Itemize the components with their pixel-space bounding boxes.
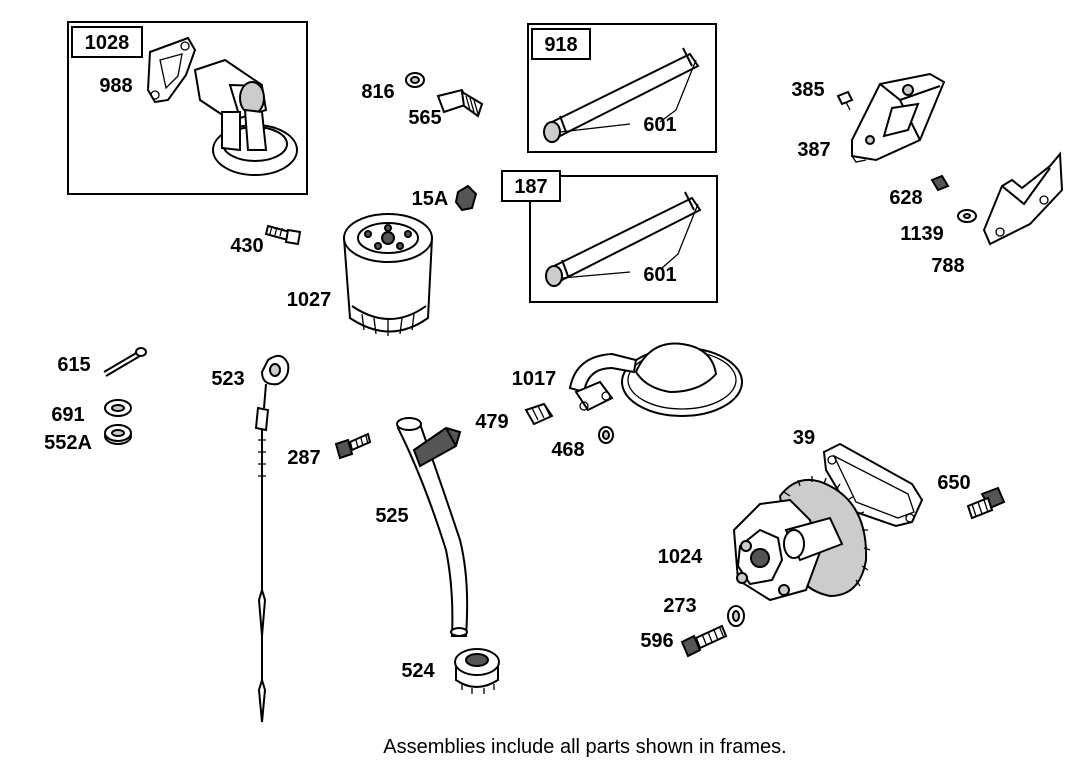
label-565: 565 bbox=[408, 107, 441, 129]
label-15A: 15A bbox=[412, 188, 449, 210]
label-1139: 1139 bbox=[900, 223, 943, 245]
label-523: 523 bbox=[211, 368, 244, 390]
frame-187-id: 187 bbox=[514, 176, 547, 198]
seal-524 bbox=[454, 648, 500, 694]
oil-filter-1027 bbox=[342, 213, 434, 336]
label-816: 816 bbox=[361, 81, 394, 103]
breather-1017 bbox=[568, 342, 743, 417]
label-1024: 1024 bbox=[658, 546, 703, 568]
label-988: 988 bbox=[99, 75, 132, 97]
fitting-565 bbox=[436, 88, 484, 118]
label-691: 691 bbox=[51, 404, 84, 426]
pin-615 bbox=[103, 347, 147, 377]
label-615: 615 bbox=[57, 354, 90, 376]
bolt-287 bbox=[334, 432, 372, 460]
label-430: 430 bbox=[230, 235, 263, 257]
label-628: 628 bbox=[889, 187, 922, 209]
hose-601-bottom bbox=[545, 191, 702, 287]
screw-628 bbox=[930, 174, 950, 192]
label-524: 524 bbox=[401, 660, 435, 682]
washer-1139 bbox=[957, 209, 977, 223]
bolt-596 bbox=[680, 624, 728, 658]
fitting-479 bbox=[524, 402, 554, 426]
label-385: 385 bbox=[791, 79, 824, 101]
label-601-top: 601 bbox=[643, 114, 676, 136]
washer-273 bbox=[727, 605, 745, 627]
frame-918: 918 bbox=[527, 23, 717, 153]
seal-691 bbox=[104, 399, 132, 417]
label-273: 273 bbox=[663, 595, 696, 617]
frame-187: 187 bbox=[501, 170, 718, 303]
hose-601-top bbox=[543, 47, 700, 143]
label-287: 287 bbox=[287, 447, 320, 469]
label-1017: 1017 bbox=[512, 368, 557, 390]
label-596: 596 bbox=[640, 630, 673, 652]
bracket-788 bbox=[982, 151, 1064, 246]
plug-15A bbox=[454, 184, 478, 212]
o-ring-468 bbox=[598, 426, 614, 444]
dipstick-tube-525 bbox=[396, 417, 469, 637]
label-387: 387 bbox=[797, 139, 830, 161]
oil-filter-adapter bbox=[193, 58, 298, 176]
label-650: 650 bbox=[937, 472, 970, 494]
bolt-430 bbox=[264, 224, 302, 246]
label-468: 468 bbox=[551, 439, 584, 461]
label-1027: 1027 bbox=[287, 289, 332, 311]
frame-1028-id: 1028 bbox=[85, 32, 130, 54]
bolt-650 bbox=[966, 486, 1006, 520]
washer-816 bbox=[405, 72, 425, 88]
frame-1028: 1028 bbox=[67, 21, 308, 195]
label-552A: 552A bbox=[44, 432, 92, 454]
oil-pump-1024 bbox=[732, 476, 871, 602]
gasket-988 bbox=[146, 36, 197, 104]
dipstick-523 bbox=[254, 354, 290, 723]
frame-918-id: 918 bbox=[544, 34, 577, 56]
screw-385 bbox=[836, 90, 854, 111]
label-479: 479 bbox=[475, 411, 508, 433]
label-788: 788 bbox=[931, 255, 964, 277]
seal-552A bbox=[104, 424, 132, 445]
footer-caption: Assemblies include all parts shown in fr… bbox=[383, 736, 787, 758]
label-525: 525 bbox=[375, 505, 408, 527]
label-39: 39 bbox=[793, 427, 815, 449]
label-601-bottom: 601 bbox=[643, 264, 676, 286]
cover-387 bbox=[851, 72, 946, 163]
